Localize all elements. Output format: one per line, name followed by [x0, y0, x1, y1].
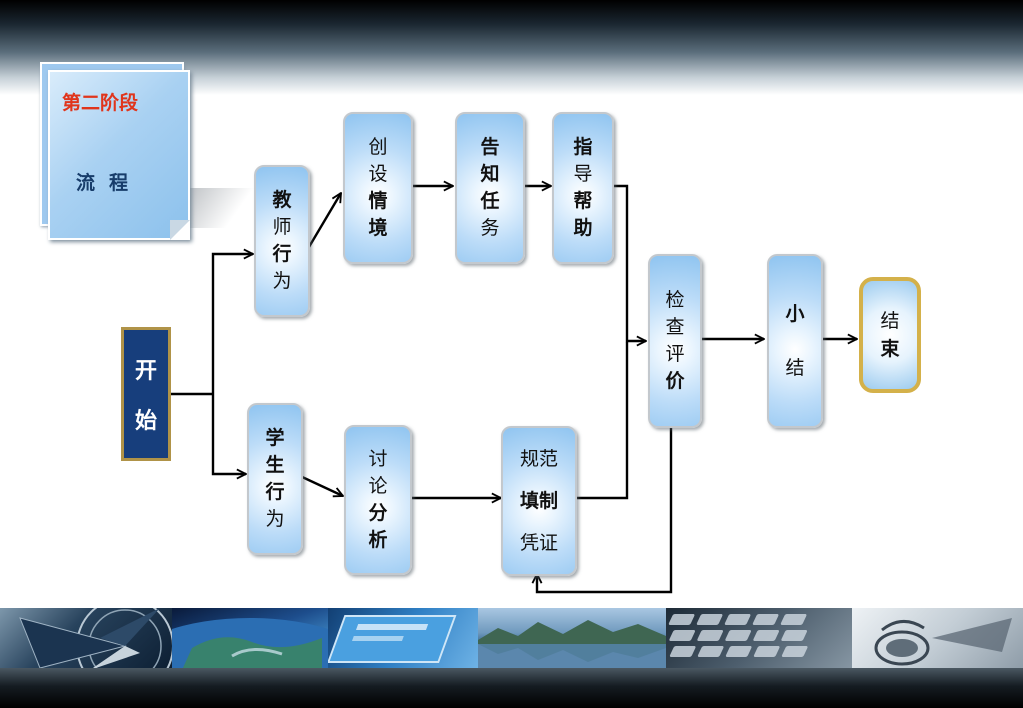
announce-task-char-4: 务 [480, 217, 500, 239]
announce-task-box: 告 知 任 务 [455, 112, 525, 264]
end-char-1: 结 [880, 310, 900, 332]
announce-task-char-3: 任 [480, 190, 500, 212]
stage-title: 第二阶段 [62, 92, 139, 114]
student-behavior-char-4: 为 [265, 508, 285, 530]
guide-help-char-3: 帮 [573, 190, 593, 212]
guide-help-char-4: 助 [573, 217, 593, 239]
create-situation-box: 创 设 情 境 [343, 112, 413, 264]
student-behavior-char-2: 生 [265, 454, 285, 476]
end-node: 结 束 [859, 277, 921, 393]
connector-check-feedback [537, 424, 673, 594]
start-node: 开 始 [121, 327, 171, 461]
stage-subtitle: 流程 [76, 172, 143, 194]
page-curl [170, 220, 190, 240]
guide-help-box: 指 导 帮 助 [552, 112, 614, 264]
discuss-analyze-box: 讨 论 分 析 [344, 425, 412, 575]
teacher-behavior-char-2: 师 [272, 216, 292, 238]
guide-help-char-1: 指 [573, 136, 593, 158]
end-char-2: 束 [880, 338, 900, 360]
discuss-analyze-char-3: 分 [368, 502, 388, 524]
guide-help-char-2: 导 [573, 163, 593, 185]
fill-vouchers-box: 规范 填制 凭证 [501, 426, 577, 576]
connector-to-student [211, 394, 246, 474]
keyboard-photo [666, 608, 852, 670]
teacher-behavior-char-1: 教 [272, 189, 292, 211]
fill-vouchers-line-1: 规范 [519, 448, 558, 470]
check-evaluate-char-4: 价 [665, 370, 685, 392]
stage-card: 第二阶段 流程 [48, 70, 190, 240]
fill-vouchers-line-3: 凭证 [519, 532, 558, 554]
check-evaluate-char-3: 评 [665, 343, 685, 365]
bottom-gradient-band [0, 668, 1023, 708]
connector-student-discuss [299, 474, 343, 496]
summary-char-2: 结 [785, 357, 805, 379]
money-coins-photo [852, 608, 1023, 670]
student-behavior-box: 学 生 行 为 [247, 403, 303, 555]
announce-task-char-2: 知 [480, 163, 500, 185]
discuss-analyze-char-4: 析 [368, 529, 388, 551]
connector-teacher-create [304, 193, 341, 253]
start-char-2: 始 [134, 409, 157, 434]
start-char-1: 开 [134, 359, 157, 384]
check-evaluate-char-1: 检 [665, 289, 685, 311]
discuss-analyze-char-1: 讨 [368, 448, 388, 470]
summary-char-1: 小 [785, 303, 805, 325]
create-situation-char-4: 境 [368, 217, 388, 239]
connector-guide-check [612, 184, 646, 341]
check-evaluate-box: 检 查 评 价 [648, 254, 702, 428]
create-situation-char-3: 情 [368, 190, 388, 212]
tablet-photo [328, 608, 478, 670]
create-situation-char-1: 创 [368, 136, 388, 158]
lake-photo [478, 608, 666, 670]
announce-task-char-1: 告 [480, 136, 500, 158]
teacher-behavior-box: 教 师 行 为 [254, 165, 310, 317]
student-behavior-char-3: 行 [265, 481, 285, 503]
summary-box: 小 结 [767, 254, 823, 428]
globe-photo [172, 608, 328, 670]
fill-vouchers-line-2: 填制 [519, 490, 558, 512]
teacher-behavior-char-3: 行 [272, 243, 292, 265]
connector-fill-check [574, 342, 629, 500]
connector-to-teacher [211, 254, 253, 394]
teacher-behavior-char-4: 为 [272, 270, 292, 292]
photo-strip [0, 608, 1023, 670]
create-situation-char-2: 设 [368, 163, 388, 185]
check-evaluate-char-2: 查 [665, 316, 685, 338]
compass-photo [0, 608, 172, 670]
discuss-analyze-char-2: 论 [368, 475, 388, 497]
student-behavior-char-1: 学 [265, 427, 285, 449]
